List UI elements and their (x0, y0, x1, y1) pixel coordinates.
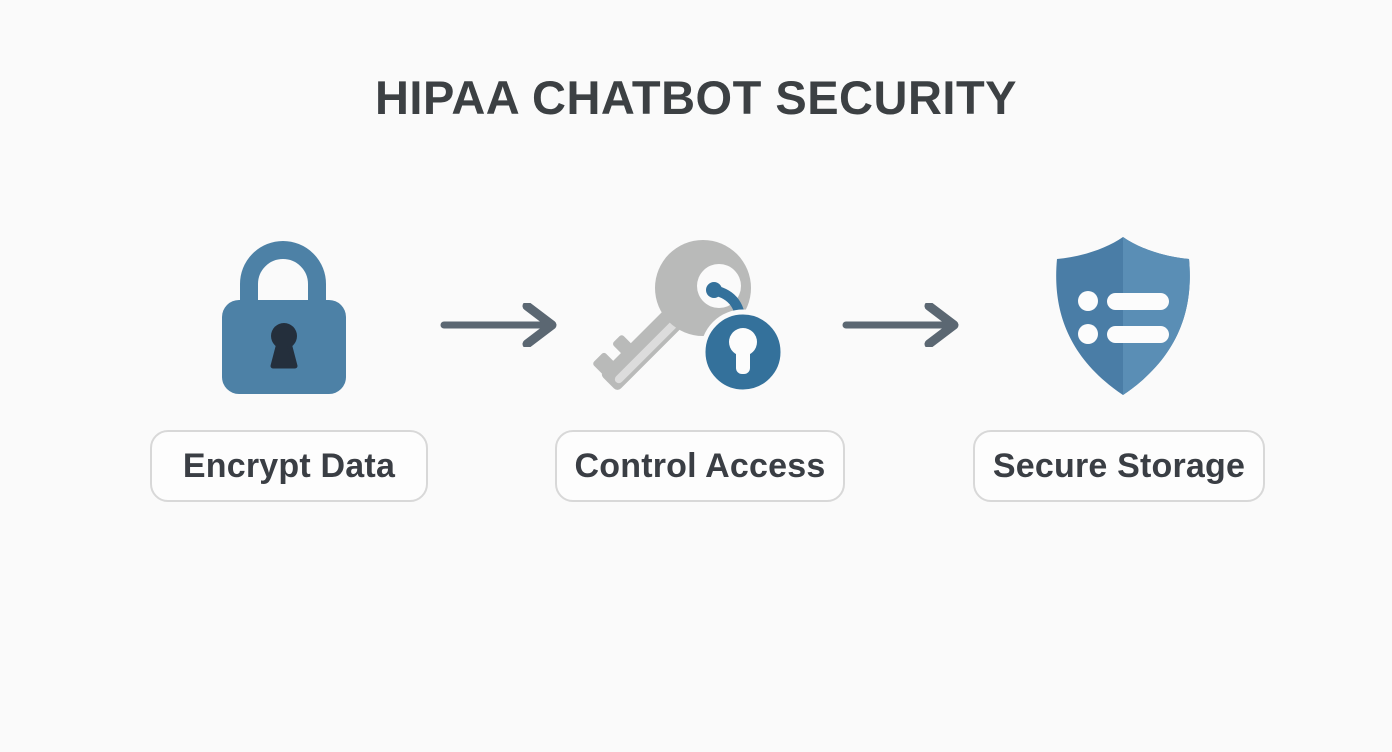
step-label-encrypt-data: Encrypt Data (150, 430, 428, 502)
step-label-text: Encrypt Data (182, 446, 396, 485)
lock-icon (222, 240, 346, 401)
step-label-text: Control Access (574, 446, 826, 485)
arrow-right-icon (440, 301, 560, 352)
shield-checklist-icon (1050, 234, 1196, 403)
arrow-right-icon (842, 301, 962, 352)
key-icon (591, 230, 801, 407)
page-title: HIPAA CHATBOT SECURITY (374, 71, 1017, 124)
step-label-text: Secure Storage (992, 446, 1246, 485)
step-label-control-access: Control Access (555, 430, 845, 502)
step-label-secure-storage: Secure Storage (973, 430, 1265, 502)
